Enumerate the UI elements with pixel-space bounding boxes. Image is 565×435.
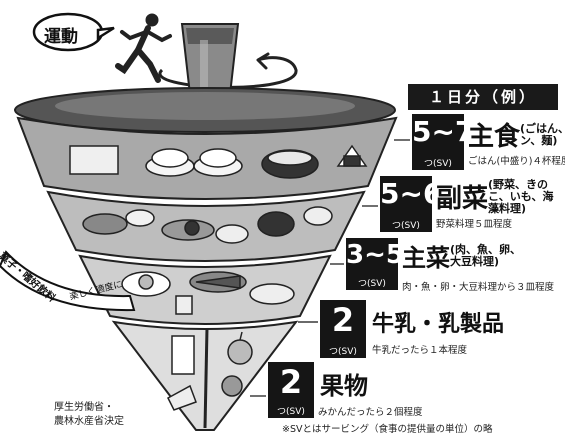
tier-fruit-servings: 2 つ(SV)	[268, 362, 314, 418]
tier-dairy-example: 牛乳だったら１本程度	[372, 345, 468, 356]
connector-lines	[250, 139, 410, 397]
top-cap-ring	[55, 92, 355, 120]
tier-vegetable-example: 野菜料理５皿程度	[436, 219, 513, 230]
ministry-line-1: 厚生労働省・	[54, 402, 114, 413]
exercise-bubble	[32, 12, 115, 52]
tier-main-dish-title: 主菜(肉、魚、卵、大豆料理)	[402, 242, 522, 272]
fruit-icon	[221, 331, 253, 397]
tier-staple-title: 主食(ごはん、パン、麺)	[468, 121, 565, 152]
snack-strap	[0, 250, 136, 312]
tier-divider	[203, 327, 209, 429]
footnote: ※SVとはサービング（食事の提供量の単位）の略	[282, 424, 493, 435]
tier-staple-servings: 5~7 つ(SV)	[412, 114, 475, 170]
header-title: １日分（例）	[408, 84, 558, 110]
tier-vegetable-servings: 5~6 つ(SV)	[380, 176, 443, 232]
staple-food-icons	[69, 144, 368, 179]
tier-fruit-title: 果物	[320, 372, 368, 400]
milk-icon	[167, 335, 197, 411]
tier-vegetable-title: 副菜(野菜、きのこ、いも、海藻料理)	[436, 177, 554, 215]
tier-dairy-servings: 2 つ(SV)	[320, 300, 366, 358]
runner-icon	[115, 13, 172, 83]
ministry-line-2: 農林水産省決定	[54, 416, 124, 427]
main-dish-food-icons	[121, 271, 295, 315]
exercise-label: 運動	[44, 27, 78, 47]
tier-main-dish-servings: 3~5 つ(SV)	[346, 238, 404, 290]
tier-staple-example: ごはん(中盛り)４杯程度	[468, 156, 565, 167]
tier-fruit-example: みかんだったら２個程度	[318, 407, 423, 418]
tier-main-dish-example: 肉・魚・卵・大豆料理から３皿程度	[402, 282, 555, 293]
tier-dairy-title: 牛乳・乳製品	[372, 312, 505, 337]
vegetable-food-icons	[82, 206, 333, 244]
rotation-arrow-icon	[158, 52, 298, 89]
